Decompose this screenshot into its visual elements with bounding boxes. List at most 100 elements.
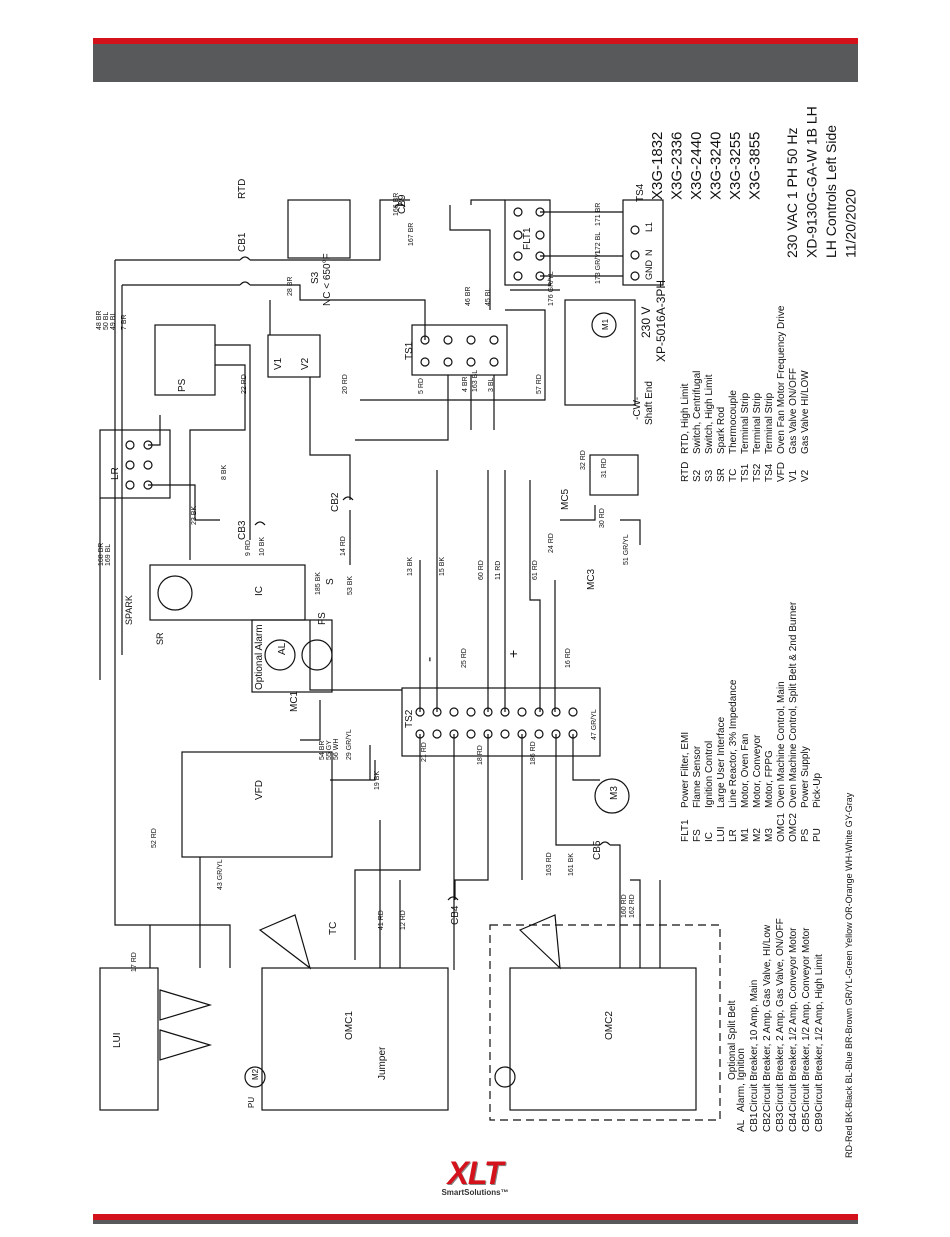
abbr-code: FLT1 <box>680 819 691 842</box>
wire-label: 167 BR <box>408 223 415 246</box>
ps-box <box>154 324 216 396</box>
wire-label: 173 GR/YL <box>595 249 602 284</box>
wire-label: 43 GR/YL <box>217 859 224 890</box>
wire-label: 168 BR <box>98 543 105 566</box>
breaker-code: CB2 <box>762 1112 773 1132</box>
s3-box <box>287 199 351 259</box>
breaker-desc: Circuit Breaker, 2 Amp, Gas Valve, HI/Lo… <box>762 924 773 1112</box>
component-motor-shaft: Shaft End <box>644 381 655 425</box>
wire-label: 185 BK <box>315 572 322 595</box>
abbr-desc: Large User Interface <box>716 716 727 808</box>
wire-label: 45 BL <box>485 288 492 306</box>
abbr-code: S2 <box>692 469 703 482</box>
title-line: LH Controls Left Side <box>823 125 839 258</box>
breaker-code: CB1 <box>749 1112 760 1132</box>
wire-label: 50 BL <box>103 312 110 330</box>
wire-label: 49 BL <box>110 312 117 330</box>
valve-box <box>267 334 321 378</box>
component-mc5: MC5 <box>560 488 571 510</box>
component-sr: SR <box>155 632 165 645</box>
wire-label: 9 RD <box>245 540 252 556</box>
component-cb4: CB4 <box>450 905 461 925</box>
m2-motor-b <box>494 1066 516 1088</box>
component-s3: S3 <box>310 271 321 284</box>
wire-label: 16 RD <box>565 648 572 668</box>
breaker-desc: Circuit Breaker, 1/2 Amp, Conveyor Motor <box>788 927 799 1112</box>
wire-label: 186 RD <box>530 741 537 765</box>
wire-label: 8 BK <box>221 464 228 480</box>
cb4-symbol <box>447 896 459 901</box>
component-ps: PS <box>177 378 188 392</box>
wire-label: 57 RD <box>536 374 543 394</box>
model-number: X3G-1832 <box>649 132 666 200</box>
wire-label: 14 RD <box>340 536 347 556</box>
breaker-code: CB3 <box>775 1112 786 1132</box>
wire-label: 61 RD <box>532 560 539 580</box>
wire-label: 51 GR/YL <box>623 534 630 565</box>
component-optional-alarm: Optional Alarm <box>254 624 265 690</box>
component-plus: + <box>505 650 521 658</box>
component-cb3: CB3 <box>237 520 248 540</box>
wire-label: 31 RD <box>601 458 608 478</box>
component-gnd: GND <box>644 260 654 281</box>
ic-dial <box>157 575 193 611</box>
breaker-code: AL <box>736 1119 747 1132</box>
wire-label: 162 RD <box>629 894 636 918</box>
component-spark: SPARK <box>124 595 134 625</box>
wire-label: 161 BK <box>568 853 575 876</box>
omc2-box <box>509 967 697 1111</box>
footer-red-stripe <box>93 1214 858 1220</box>
m2-motor-a <box>244 1066 266 1088</box>
component-optional-split-belt: Optional Split Belt <box>727 1000 738 1080</box>
ts2-box <box>401 687 601 757</box>
m1-motor <box>591 312 617 338</box>
wire-label: 30 RD <box>599 508 606 528</box>
abbr-desc: Line Reactor, 3% Impedance <box>728 679 739 808</box>
wire-label: 18 RD <box>477 745 484 765</box>
lr-box <box>99 429 171 499</box>
component-l1: L1 <box>644 222 654 232</box>
wire-label: 12 RD <box>400 910 407 930</box>
component-lr: LR <box>110 467 121 480</box>
abbr-desc: Power Filter, EMI <box>680 732 691 808</box>
breaker-desc: Circuit Breaker, 2 Amp, Gas Valve, ON/OF… <box>775 918 786 1112</box>
wire-label: 46 BR <box>465 287 472 306</box>
breaker-desc: Alarm, Ignition <box>736 1048 747 1112</box>
abbr-desc: Flame Sensor <box>692 745 703 808</box>
abbr-desc: Terminal Strip <box>764 392 775 454</box>
title-line: XD-9130G-GA-W 1B LH <box>804 106 820 258</box>
wire-label: 24 RD <box>548 533 555 553</box>
abbr-desc: Oven Machine Control, Split Belt & 2nd B… <box>788 601 799 808</box>
split-belt-box <box>489 924 721 1121</box>
abbr-desc: Motor, Conveyor <box>752 734 763 808</box>
abbr-desc: RTD, High Limit <box>680 383 691 454</box>
cb3-symbol <box>254 521 266 526</box>
wire-label: 172 BL <box>595 232 602 254</box>
component-omc2: OMC2 <box>604 1011 615 1040</box>
abbr-code: IC <box>704 832 715 842</box>
component-omc1: OMC1 <box>344 1011 355 1040</box>
wire-label: 13 BK <box>407 557 414 576</box>
wire-label: 17 RD <box>131 952 138 972</box>
component-vfd: VFD <box>254 780 265 800</box>
footer-bar <box>93 1220 858 1224</box>
wire-label: 10 BK <box>259 537 266 556</box>
wire-label: 11 RD <box>495 561 502 580</box>
wire-label: 163 BL <box>472 370 479 392</box>
abbr-code: TS1 <box>740 463 751 482</box>
model-number: X3G-2440 <box>688 132 705 200</box>
component-n: N <box>644 250 654 257</box>
cb2-symbol <box>342 496 354 501</box>
abbr-code: OMC1 <box>776 813 787 842</box>
abbr-code: TS2 <box>752 463 763 482</box>
abbr-code: RTD <box>680 462 691 482</box>
ts2-terminals <box>415 707 578 739</box>
abbr-desc: Thermocouple <box>728 390 739 454</box>
component-flt1: FLT1 <box>522 227 533 250</box>
abbr-code: SR <box>716 468 727 482</box>
omc1-box <box>261 967 449 1111</box>
wire-label: 19 BK <box>374 771 381 790</box>
